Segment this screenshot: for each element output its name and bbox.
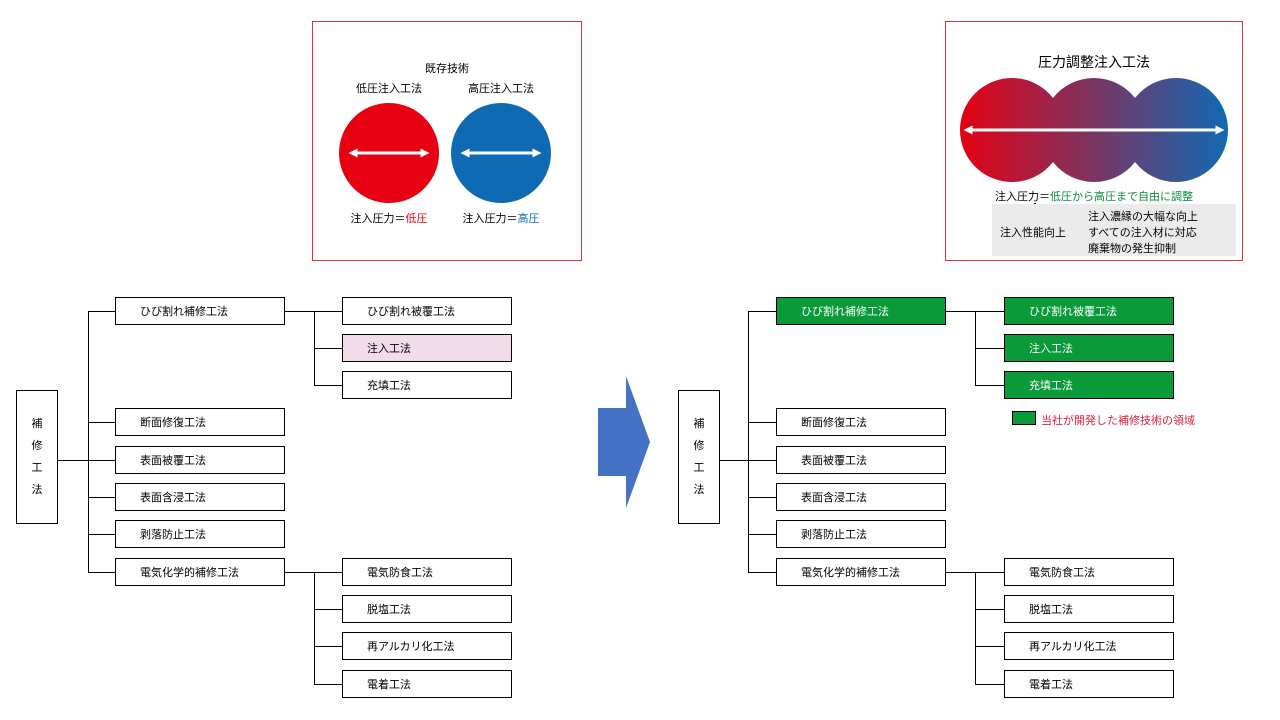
connector <box>748 460 776 461</box>
connector <box>975 684 1004 685</box>
right-root-char: 修 <box>693 439 705 452</box>
pressure-adjust-title: 圧力調整注入工法 <box>1038 55 1150 71</box>
connector <box>748 497 776 498</box>
left-root-char: 工 <box>31 461 43 474</box>
right-method-coating: 表面被覆工法 <box>776 446 946 474</box>
pressure-adjust-prefix: 注入圧力＝ <box>995 190 1050 203</box>
left-sub-cathodic: 電気防食工法 <box>342 558 512 586</box>
high-pressure-prefix: 注入圧力＝ <box>462 212 518 225</box>
connector <box>88 572 115 573</box>
left-sub-crack-coating: ひび割れ被覆工法 <box>342 297 512 325</box>
low-pressure-label: 低圧注入工法 <box>356 82 422 95</box>
left-sub-filling: 充填工法 <box>342 371 512 399</box>
right-method-crack: ひび割れ補修工法 <box>776 297 946 325</box>
connector <box>748 534 776 535</box>
connector <box>975 348 1004 349</box>
pressure-adjust-caption: 注入圧力＝低圧から高圧まで自由に調整 <box>946 188 1242 204</box>
high-pressure-value: 高圧 <box>517 212 540 225</box>
connector <box>88 311 115 312</box>
left-method-impregnation: 表面含浸工法 <box>115 483 285 511</box>
left-method-crack: ひび割れ補修工法 <box>115 297 285 325</box>
legend-swatch <box>1012 411 1036 425</box>
left-method-spalling: 剥落防止工法 <box>115 520 285 548</box>
right-sub-filling: 充填工法 <box>1004 371 1174 399</box>
connector <box>975 385 1004 386</box>
right-method-spalling: 剥落防止工法 <box>776 520 946 548</box>
connector <box>314 609 342 610</box>
benefit-box <box>992 204 1236 256</box>
left-sub-desalination: 脱塩工法 <box>342 595 512 623</box>
benefit-2: すべての注入材に対応 <box>1088 226 1197 239</box>
connector <box>720 460 748 461</box>
existing-tech-title: 既存技術 <box>425 62 469 75</box>
connector <box>314 646 342 647</box>
right-method-electro: 電気化学的補修工法 <box>776 558 946 586</box>
connector <box>285 311 342 312</box>
transition-arrow-icon <box>598 376 650 508</box>
connector <box>748 422 776 423</box>
effect-label: 注入性能向上 <box>1000 226 1066 239</box>
legend-text: 当社が開発した補修技術の領域 <box>1041 414 1195 427</box>
left-method-section: 断面修復工法 <box>115 408 285 436</box>
left-sub-injection: 注入工法 <box>342 334 512 362</box>
right-sub-cathodic: 電気防食工法 <box>1004 558 1174 586</box>
high-pressure-label: 高圧注入工法 <box>468 82 534 95</box>
left-root-box: 補 修 工 法 <box>16 390 58 524</box>
connector <box>88 460 115 461</box>
existing-circles <box>339 103 551 203</box>
low-pressure-caption: 注入圧力＝低圧 <box>339 210 439 226</box>
benefit-3: 廃棄物の発生抑制 <box>1088 242 1176 255</box>
connector <box>58 460 88 461</box>
left-root-char: 修 <box>31 439 43 452</box>
connector <box>314 572 315 684</box>
connector <box>975 646 1004 647</box>
right-root-char: 補 <box>693 417 705 430</box>
pressure-adjust-panel: 圧力調整注入工法 注入圧力＝低圧から高圧まで自由に調整 注入性能向上 <box>945 21 1243 261</box>
pressure-adjust-value: 低圧から高圧まで自由に調整 <box>1050 190 1193 203</box>
right-sub-realkali: 再アルカリ化工法 <box>1004 632 1174 660</box>
right-sub-injection: 注入工法 <box>1004 334 1174 362</box>
right-root-char: 工 <box>693 461 705 474</box>
connector <box>314 348 342 349</box>
right-sub-crack-coating: ひび割れ被覆工法 <box>1004 297 1174 325</box>
left-sub-electrodeposition: 電着工法 <box>342 670 512 698</box>
right-root-char: 法 <box>693 483 705 496</box>
benefit-1: 注入濃縁の大幅な向上 <box>1088 210 1198 223</box>
left-method-electro: 電気化学的補修工法 <box>115 558 285 586</box>
connector <box>88 311 89 572</box>
connector <box>314 684 342 685</box>
connector <box>748 572 776 573</box>
low-pressure-prefix: 注入圧力＝ <box>350 212 406 225</box>
connector <box>314 385 342 386</box>
right-method-impregnation: 表面含浸工法 <box>776 483 946 511</box>
right-sub-desalination: 脱塩工法 <box>1004 595 1174 623</box>
high-pressure-caption: 注入圧力＝高圧 <box>451 210 551 226</box>
right-root-box: 補 修 工 法 <box>678 390 720 524</box>
left-root-char: 法 <box>31 483 43 496</box>
connector <box>975 609 1004 610</box>
connector <box>975 572 976 684</box>
connector <box>748 311 749 572</box>
left-sub-realkali: 再アルカリ化工法 <box>342 632 512 660</box>
left-method-coating: 表面被覆工法 <box>115 446 285 474</box>
right-sub-electrodeposition: 電着工法 <box>1004 670 1174 698</box>
connector <box>88 534 115 535</box>
connector <box>748 311 776 312</box>
connector <box>88 422 115 423</box>
right-method-section: 断面修復工法 <box>776 408 946 436</box>
connector <box>285 572 342 573</box>
connector <box>88 497 115 498</box>
low-pressure-value: 低圧 <box>405 212 428 225</box>
existing-tech-panel: 既存技術 低圧注入工法 高圧注入工法 注入圧力＝低圧 注入圧力＝高圧 <box>312 21 582 261</box>
left-root-char: 補 <box>31 417 43 430</box>
gradient-shape <box>960 78 1228 221</box>
